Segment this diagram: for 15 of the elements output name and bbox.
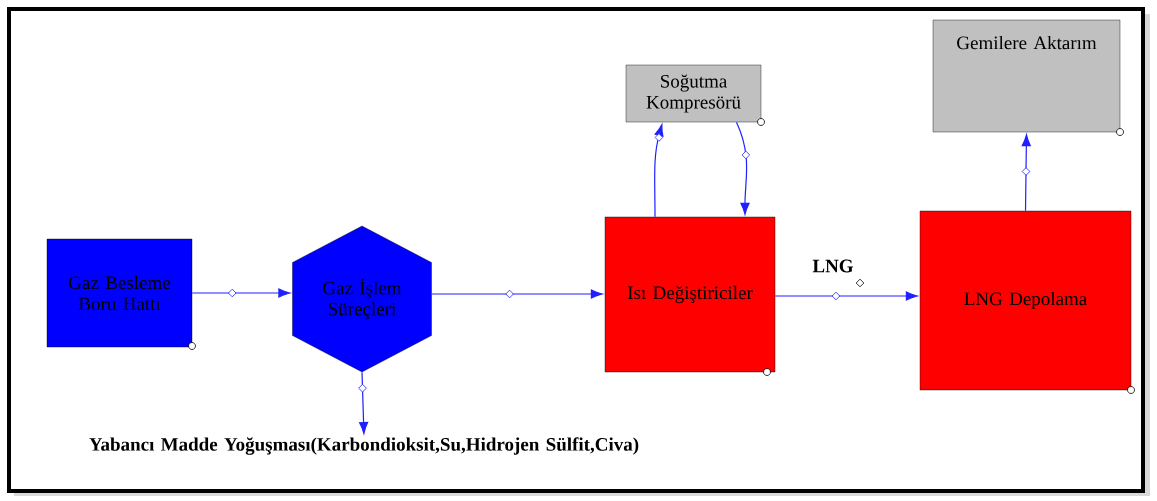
arrow <box>774 291 918 301</box>
process-box: Isı Değiştiriciler <box>604 216 776 373</box>
process-box: Gemilere Aktarım <box>932 19 1121 133</box>
process-box: Gaz Besleme Boru Hattı <box>46 238 193 348</box>
arrow <box>1021 134 1031 212</box>
arrow <box>191 288 291 298</box>
process-box: LNG Depolama <box>919 210 1132 391</box>
edge-label: LNG <box>811 258 855 274</box>
process-hexagon: Gaz İşlem Süreçleri <box>292 225 432 373</box>
arrow <box>431 289 603 299</box>
arrow <box>735 121 751 215</box>
process-box: Soğutma Kompresörü <box>625 64 762 123</box>
output-text: Yabancı Madde Yoğuşması(Karbondioksit,Su,Hidrojen Sülfit,Civa) <box>89 437 639 455</box>
arrow <box>358 371 369 435</box>
arrow <box>654 124 664 218</box>
